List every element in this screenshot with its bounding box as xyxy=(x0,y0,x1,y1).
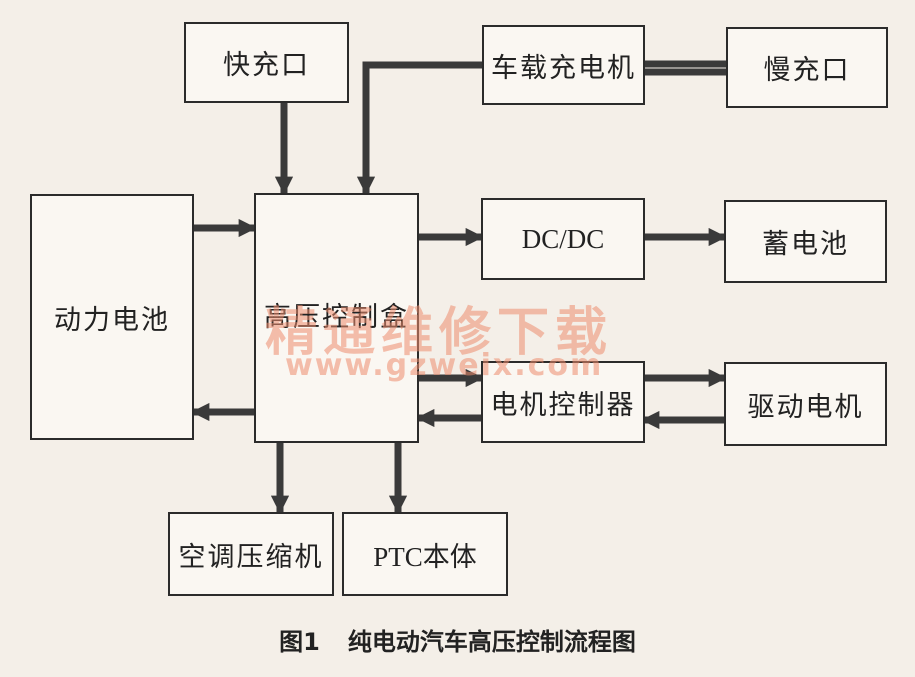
fast-charge-port-label: 快充口 xyxy=(223,50,310,81)
figure-caption: 图1 纯电动汽车高压控制流程图 xyxy=(0,622,915,657)
drive-motor-label: 驱动电机 xyxy=(747,391,864,423)
motor-controller-label: 电机控制器 xyxy=(490,389,636,421)
ac-compressor-box: 空调压缩机 xyxy=(168,512,334,596)
figure-title: 纯电动汽车高压控制流程图 xyxy=(347,628,636,656)
figure-number: 图1 xyxy=(279,628,320,656)
hv-controller-box: 高压控制盒 xyxy=(254,193,419,443)
ac-compressor-label: 空调压缩机 xyxy=(178,541,324,573)
fast-charge-port-box: 快充口 xyxy=(184,22,349,103)
arrow-charger-to-controller xyxy=(356,61,484,195)
drive-motor-box: 驱动电机 xyxy=(724,362,887,446)
hv-controller-label: 高压控制盒 xyxy=(264,302,409,333)
dcdc-label: DC/DC xyxy=(521,223,605,254)
motor-controller-box: 电机控制器 xyxy=(481,361,645,443)
storage-battery-label: 蓄电池 xyxy=(762,229,849,260)
ptc-box: PTC本体 xyxy=(342,512,508,596)
power-battery-label: 动力电池 xyxy=(54,304,170,336)
onboard-charger-label: 车载充电机 xyxy=(491,52,636,84)
ptc-label: PTC本体 xyxy=(373,541,477,572)
storage-battery-box: 蓄电池 xyxy=(724,200,887,283)
power-battery-box: 动力电池 xyxy=(30,194,194,440)
slow-charge-port-label: 慢充口 xyxy=(763,55,851,86)
slow-charge-port-box: 慢充口 xyxy=(726,27,888,108)
onboard-charger-box: 车载充电机 xyxy=(482,25,645,105)
dcdc-box: DC/DC xyxy=(481,198,645,280)
